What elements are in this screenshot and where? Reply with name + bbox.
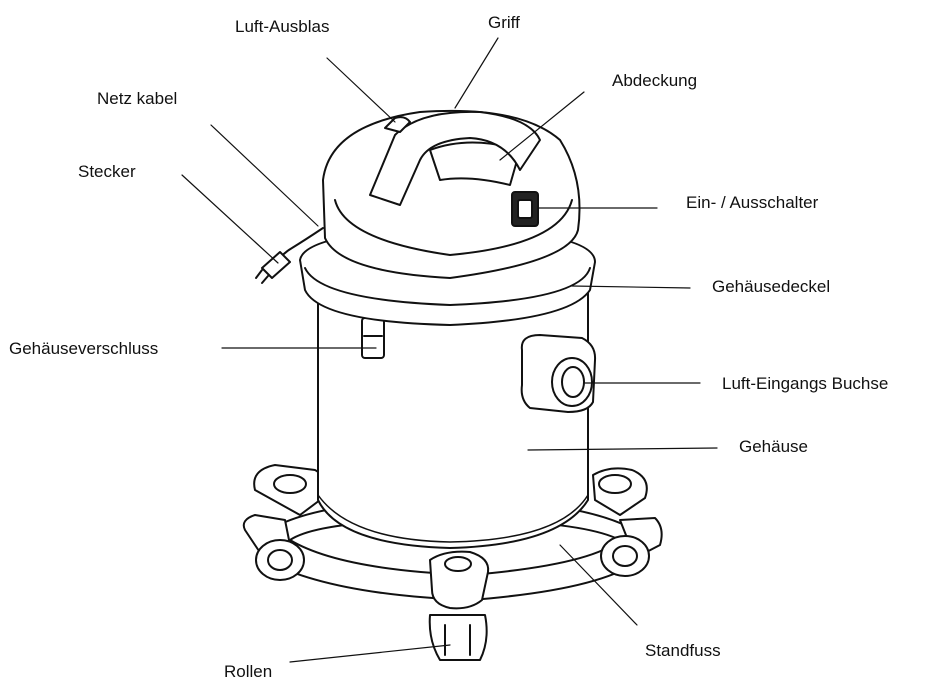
label-abdeckung: Abdeckung — [612, 71, 698, 90]
label-griff: Griff — [488, 13, 520, 32]
power-cord — [255, 227, 324, 284]
wheels — [255, 535, 650, 661]
label-luft-ausblas: Luft-Ausblas — [235, 17, 330, 36]
label-netzkabel: Netz kabel — [97, 89, 178, 108]
air-outlet — [384, 116, 411, 133]
label-luft-eingangs-buchse: Luft-Eingangs Buchse — [722, 374, 889, 393]
label-gehaeuseverschluss: Gehäuseverschluss — [9, 339, 159, 358]
leader-lines — [181, 37, 718, 663]
label-standfuss: Standfuss — [645, 641, 721, 660]
air-inlet — [520, 334, 597, 413]
drum-body — [317, 289, 589, 549]
label-gehaeusedeckel: Gehäusedeckel — [712, 277, 831, 296]
label-ein-ausschalter: Ein- / Ausschalter — [686, 193, 819, 212]
body-latch — [361, 317, 385, 359]
power-switch — [511, 191, 539, 227]
label-rollen: Rollen — [224, 662, 273, 681]
label-gehaeuse: Gehäuse — [739, 437, 808, 456]
handle — [369, 110, 541, 206]
label-stecker: Stecker — [78, 162, 136, 181]
